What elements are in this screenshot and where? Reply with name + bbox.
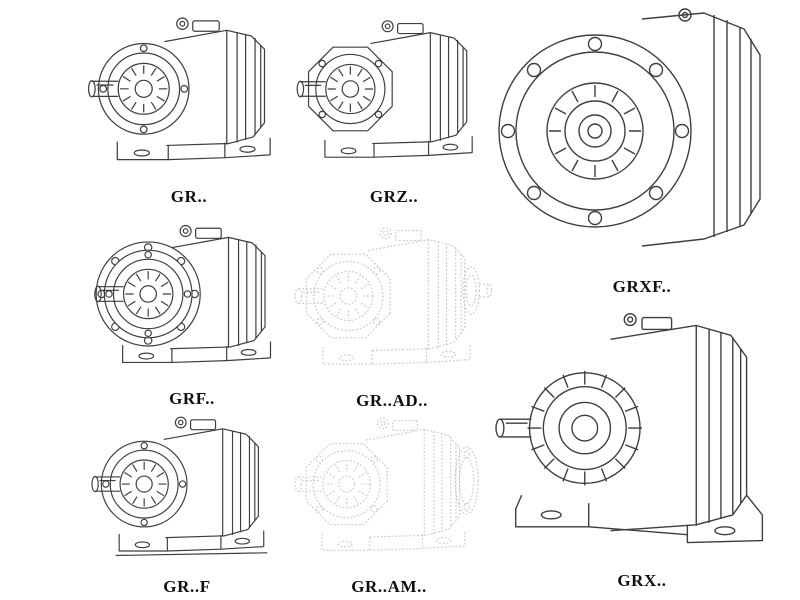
gearbox-figure-grf: GRF..	[86, 210, 298, 412]
gearbox-face	[100, 440, 188, 528]
gearbox-drawing-gr-ad	[292, 212, 492, 390]
gearbox-feet	[116, 137, 271, 161]
gearbox-label-gr-am: GR..AM..	[351, 577, 427, 596]
gearbox-drawing-grz	[294, 2, 494, 186]
gearbox-art-grf	[94, 224, 272, 364]
gearbox-art-grx	[495, 312, 764, 544]
gearbox-label-grz: GRZ..	[369, 187, 419, 206]
gearbox-label-gr-ad: GR..AD..	[356, 391, 428, 410]
gearbox-label-grf: GRF..	[169, 389, 215, 408]
gearbox-label-grx: GRX..	[617, 571, 667, 590]
gearbox-label-gr-f: GR..F	[163, 577, 211, 596]
gearbox-art-gr-f	[91, 416, 268, 557]
gearbox-art-grz	[296, 20, 473, 158]
gearbox-motor-flange	[454, 446, 479, 515]
gearbox-feet	[324, 135, 473, 158]
gearbox-feet	[321, 529, 466, 551]
gearbox-drawing-grxf	[492, 0, 792, 276]
gearbox-figure-gr-f: GR..F	[84, 402, 290, 600]
gearbox-feet	[322, 342, 471, 365]
gearbox-label-gr: GR..	[170, 187, 208, 206]
gearbox-flange-front	[498, 8, 761, 247]
gearbox-face	[305, 253, 391, 339]
gearbox-shaft-adapter	[462, 266, 492, 315]
gearbox-drawing-grx	[494, 300, 790, 570]
gearbox-face	[97, 42, 190, 135]
gearbox-drawing-gr-f	[84, 402, 290, 576]
gearbox-figure-grxf: GRXF..	[492, 0, 792, 300]
gearbox-art-gr-ad	[294, 227, 492, 365]
gearbox-art-grxf	[498, 8, 761, 247]
gearbox-drawing-grf	[86, 210, 298, 388]
gearbox-face	[103, 249, 193, 339]
gearbox-drawing-gr	[84, 2, 294, 186]
gearbox-large-side	[495, 312, 764, 544]
gearbox-figure-grx: GRX..	[494, 300, 790, 594]
gearbox-art-gr	[87, 17, 271, 161]
gearbox-art-gr-am	[294, 417, 479, 551]
gearbox-feet	[118, 529, 265, 552]
gearbox-base-plate	[115, 552, 268, 557]
gearbox-face	[307, 46, 393, 132]
gearbox-figure-grz: GRZ..	[294, 2, 494, 210]
gearbox-figure-gr: GR..	[84, 2, 294, 210]
gearbox-label-grxf: GRXF..	[612, 277, 672, 296]
gearbox-figure-gr-ad: GR..AD..	[292, 212, 492, 414]
gearbox-drawing-gr-am	[292, 402, 486, 576]
gearbox-face	[305, 443, 388, 526]
gearbox-figure-gr-am: GR..AM..	[292, 402, 486, 600]
